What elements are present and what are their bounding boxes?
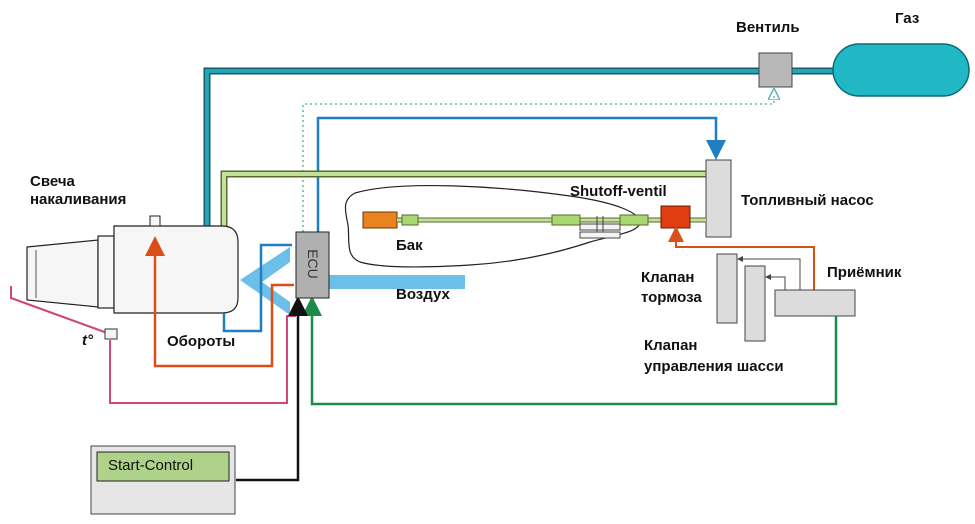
valve-control-line [302, 94, 774, 232]
fuel-pump-box [705, 159, 732, 238]
receiver-shutoff-line [668, 226, 815, 290]
gas-line [203, 67, 836, 226]
receiver-box [774, 289, 856, 317]
tank-fuel-line [362, 211, 706, 229]
ecu-label: ECU [305, 249, 321, 279]
gas-label: Газ [895, 10, 920, 27]
brake-valve-label-1: Клапан [641, 269, 695, 286]
tank-label: Бак [396, 237, 423, 254]
brake-valve-label-2: тормоза [641, 289, 702, 306]
rpm-line [145, 236, 294, 368]
start-control-label: Start-Control [108, 457, 194, 474]
ecu-box [295, 231, 330, 299]
gas-cylinder [832, 43, 970, 97]
valve-box [758, 52, 793, 88]
temp-line [10, 286, 296, 404]
gear-valve-box [744, 265, 766, 342]
receiver-ecu-line [302, 296, 838, 406]
fuel-pump-label: Топливный насос [741, 192, 874, 209]
temp-sensor-box [104, 328, 118, 340]
air-label: Воздух [396, 286, 450, 303]
receiver-label: Приёмник [827, 264, 902, 281]
glow-plug-label-1: Свеча [30, 173, 75, 190]
gear-valve-label-2: управления шасси [644, 358, 784, 375]
rpm-label: Обороты [167, 333, 236, 350]
shutoff-valve [579, 216, 621, 239]
receiver-brake-line [737, 256, 801, 290]
valve-label: Вентиль [736, 19, 800, 36]
temp-label: t° [82, 332, 93, 349]
start-control-display [96, 451, 230, 482]
fuel-line [220, 170, 706, 226]
engine [26, 215, 239, 314]
brake-valve-box [716, 253, 738, 324]
tank-outline [344, 184, 641, 268]
air-flow [240, 247, 465, 315]
engine-ecu-blue-line [222, 243, 292, 333]
receiver-gear-line [765, 274, 786, 290]
glow-plug-label-2: накаливания [30, 191, 127, 208]
shutoff-label: Shutoff-ventil [570, 183, 667, 200]
gear-valve-label-1: Клапан [644, 337, 698, 354]
start-control-line [236, 296, 308, 482]
shutoff-box [660, 205, 691, 229]
